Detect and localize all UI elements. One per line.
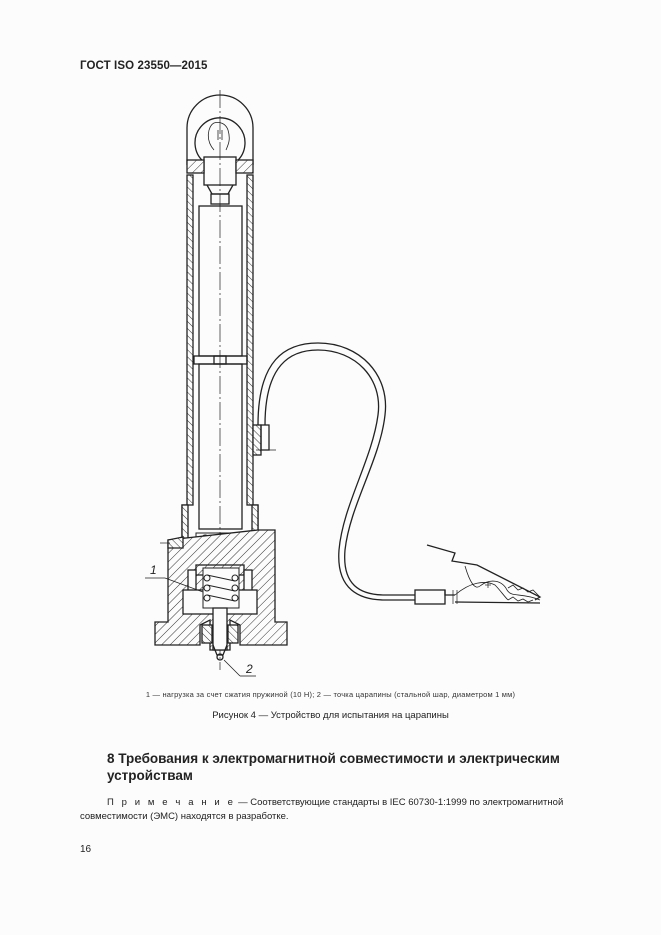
flexible-wire: [257, 342, 415, 601]
steel-ball-tip: [216, 653, 224, 661]
battery-lower: [198, 363, 243, 530]
spring-lower: [202, 567, 240, 609]
lamp-dome: [186, 94, 254, 165]
figure-legend: 1 — нагрузка за счет сжатия пружиной (10…: [145, 690, 516, 699]
callout-1: 1: [150, 563, 157, 577]
document-header: ГОСТ ISO 23550—2015: [80, 60, 208, 72]
section-heading: 8 Требования к электромагнитной совмести…: [107, 751, 560, 783]
outer-tube-left: [186, 174, 194, 506]
page-number: 16: [80, 844, 92, 855]
lamp-bulb: [194, 117, 246, 205]
battery-upper: [198, 205, 243, 357]
note-paragraph: П р и м е ч а н и е — Соответствующие ст…: [80, 796, 590, 824]
note-text: — Соответствующие стандарты в IEC 60730-…: [80, 797, 564, 822]
outer-tube-right: [246, 174, 254, 506]
set-screw: [160, 536, 184, 549]
figure-caption: Рисунок 4 — Устройство для испытания на …: [212, 710, 449, 721]
note-label: П р и м е ч а н и е: [107, 797, 236, 808]
callout-2: 2: [245, 662, 253, 676]
alligator-clip: [414, 544, 542, 605]
scratch-test-device-drawing: 1 2: [145, 90, 542, 677]
